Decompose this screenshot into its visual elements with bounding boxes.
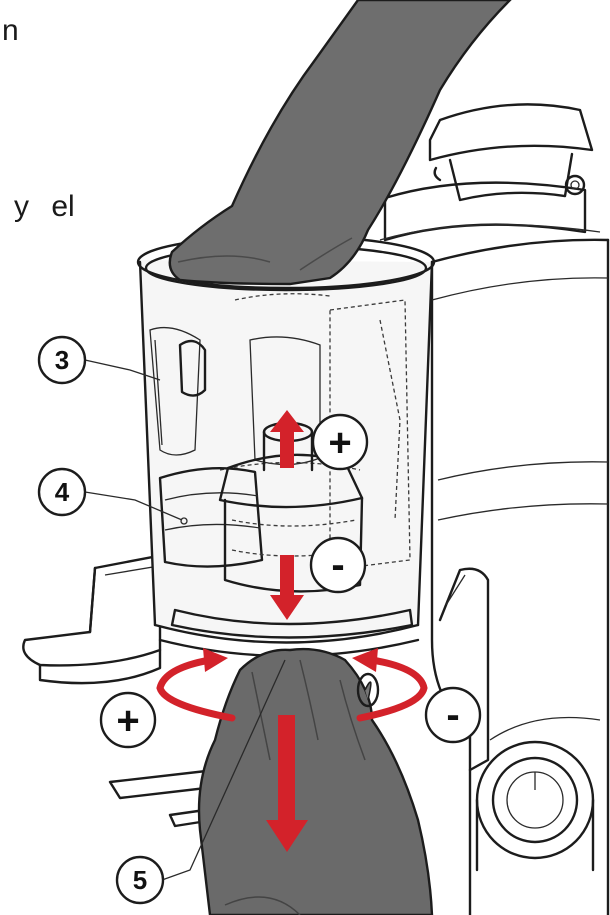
arrow-remove-down xyxy=(266,715,308,852)
svg-text:+: + xyxy=(116,699,139,743)
text-fragment-middle: y el xyxy=(14,190,75,223)
sign-plus-vertical: + xyxy=(311,413,369,471)
callout-4: 4 xyxy=(37,467,183,521)
svg-text:4: 4 xyxy=(55,477,70,507)
callout-5: 5 xyxy=(115,659,286,905)
svg-text:3: 3 xyxy=(55,345,69,375)
svg-text:+: + xyxy=(328,421,351,465)
arrow-down xyxy=(270,555,304,620)
svg-text:5: 5 xyxy=(133,865,147,895)
callout-3: 3 xyxy=(37,335,161,385)
sign-minus-vertical: - xyxy=(309,536,367,594)
sign-plus-rotation: + xyxy=(99,691,157,749)
rotation-arrow-right xyxy=(352,648,428,722)
text-fragment-top: n xyxy=(2,14,19,47)
arrow-up xyxy=(270,410,304,468)
rotation-arrow-left xyxy=(156,648,236,722)
sign-minus-rotation: - xyxy=(424,686,482,744)
bottom-hand xyxy=(197,647,434,915)
top-hand xyxy=(168,0,512,286)
adjustment-arrows xyxy=(156,410,428,852)
svg-text:-: - xyxy=(331,543,344,587)
svg-text:-: - xyxy=(446,693,459,737)
